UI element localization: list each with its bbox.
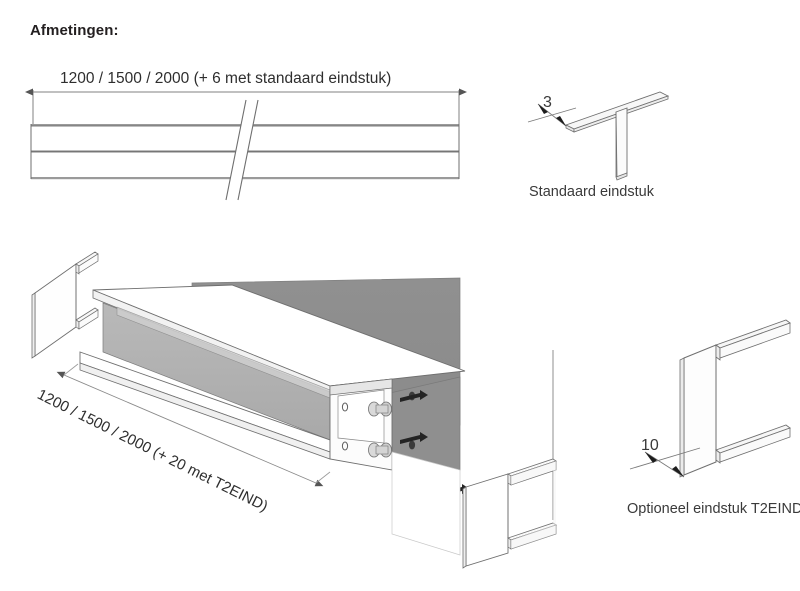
top-dimension-extension-lines	[32, 90, 460, 125]
optional-cap-thickness-marker	[629, 447, 701, 478]
standard-cap-thickness-marker	[527, 103, 577, 127]
break-symbol	[225, 99, 259, 201]
assembly-fastener-bolts	[368, 401, 392, 458]
assembly-dimension-line	[56, 363, 331, 487]
page-title: Afmetingen:	[30, 22, 119, 39]
standard-cap-thickness-value: 3	[543, 94, 552, 111]
standard-cap-label: Standaard eindstuk	[529, 184, 654, 200]
optional-cap-thickness-value: 10	[641, 437, 659, 454]
optional-cap-label: Optioneel eindstuk T2EIND	[627, 501, 800, 517]
standard-cap-drawing	[564, 91, 670, 181]
assembly-right-end-cap	[462, 458, 557, 569]
top-view-dimension-label: 1200 / 1500 / 2000 (+ 6 met standaard ei…	[60, 70, 392, 87]
optional-cap-drawing	[679, 319, 791, 478]
assembly-left-end-cap	[31, 251, 99, 359]
